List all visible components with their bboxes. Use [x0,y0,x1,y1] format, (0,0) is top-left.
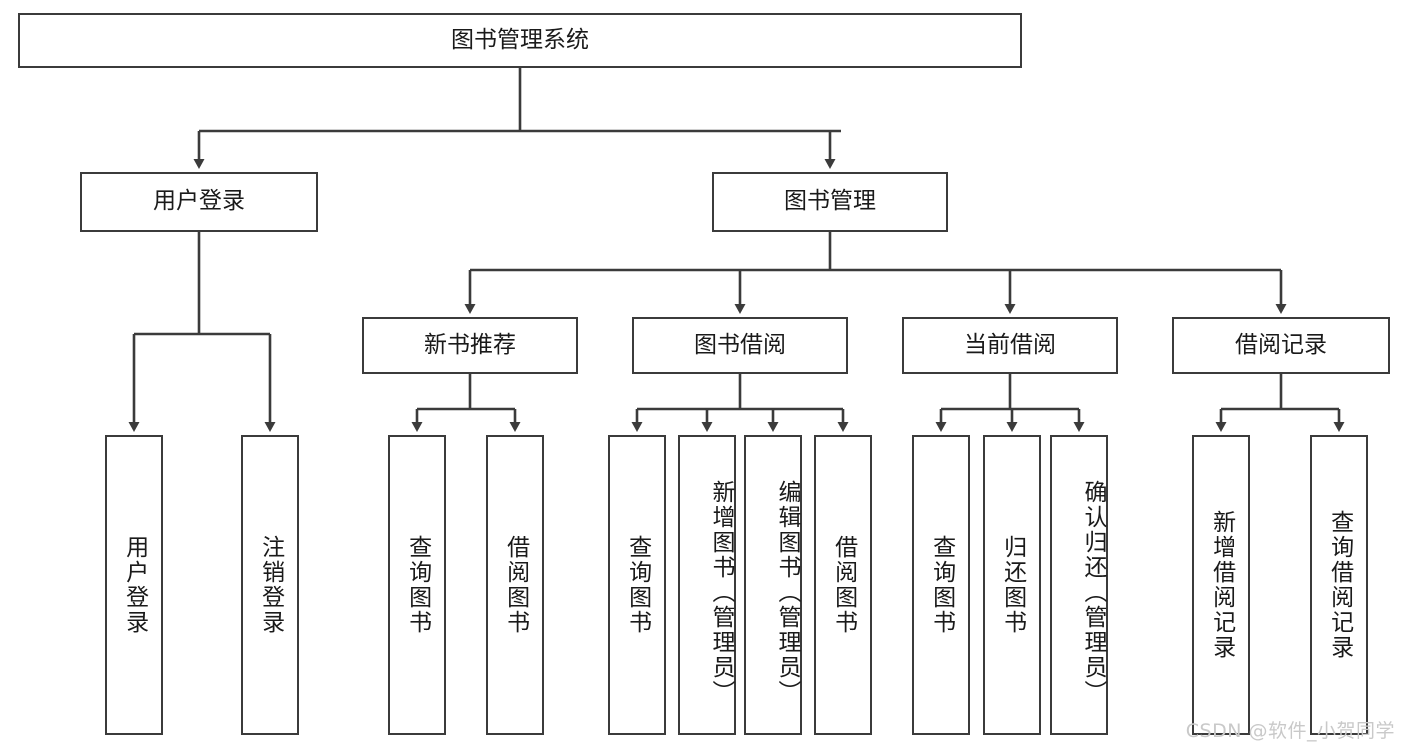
node-leaf-add-record[interactable]: 新增借阅记录 [1192,435,1250,735]
node-current-borrow-label: 当前借阅 [964,331,1056,358]
node-leaf-query-book-2-label: 查询图书 [624,535,651,635]
node-leaf-query-book-1[interactable]: 查询图书 [388,435,446,735]
node-leaf-confirm-return-label: 确认归还（管理员） [1080,479,1106,705]
node-leaf-query-record-label: 查询借阅记录 [1326,510,1353,660]
node-current-borrow[interactable]: 当前借阅 [902,317,1118,374]
node-leaf-query-book-3-label: 查询图书 [928,535,955,635]
node-leaf-logout-label: 注销登录 [257,535,284,635]
node-leaf-return-book-label: 归还图书 [999,535,1026,635]
node-book-manage-label: 图书管理 [784,188,876,215]
node-leaf-borrow-book-2[interactable]: 借阅图书 [814,435,872,735]
node-leaf-user-login-label: 用户登录 [121,535,148,635]
node-borrow-record[interactable]: 借阅记录 [1172,317,1390,374]
node-leaf-borrow-book-2-label: 借阅图书 [830,535,857,635]
node-book-manage[interactable]: 图书管理 [712,172,948,232]
node-leaf-query-book-3[interactable]: 查询图书 [912,435,970,735]
node-book-borrow-label: 图书借阅 [694,331,786,358]
node-leaf-borrow-book-1-label: 借阅图书 [502,535,529,635]
node-leaf-query-record[interactable]: 查询借阅记录 [1310,435,1368,735]
node-leaf-edit-book-label: 编辑图书（管理员） [774,479,800,705]
node-leaf-return-book[interactable]: 归还图书 [983,435,1041,735]
watermark: CSDN @软件_小贺同学 [1185,720,1395,742]
node-root-label: 图书管理系统 [451,26,589,53]
node-new-book-recommend[interactable]: 新书推荐 [362,317,578,374]
node-user-login-label: 用户登录 [153,188,245,215]
node-leaf-query-book-2[interactable]: 查询图书 [608,435,666,735]
node-new-book-recommend-label: 新书推荐 [424,331,516,358]
node-leaf-edit-book[interactable]: 编辑图书（管理员） [744,435,802,735]
node-leaf-add-record-label: 新增借阅记录 [1208,510,1235,660]
node-leaf-query-book-1-label: 查询图书 [404,535,431,635]
node-leaf-add-book-label: 新增图书（管理员） [708,479,734,705]
node-leaf-add-book[interactable]: 新增图书（管理员） [678,435,736,735]
node-borrow-record-label: 借阅记录 [1235,331,1327,358]
node-user-login[interactable]: 用户登录 [80,172,318,232]
node-leaf-confirm-return[interactable]: 确认归还（管理员） [1050,435,1108,735]
node-root[interactable]: 图书管理系统 [18,13,1022,68]
node-book-borrow[interactable]: 图书借阅 [632,317,848,374]
node-leaf-logout[interactable]: 注销登录 [241,435,299,735]
node-leaf-borrow-book-1[interactable]: 借阅图书 [486,435,544,735]
node-leaf-user-login[interactable]: 用户登录 [105,435,163,735]
